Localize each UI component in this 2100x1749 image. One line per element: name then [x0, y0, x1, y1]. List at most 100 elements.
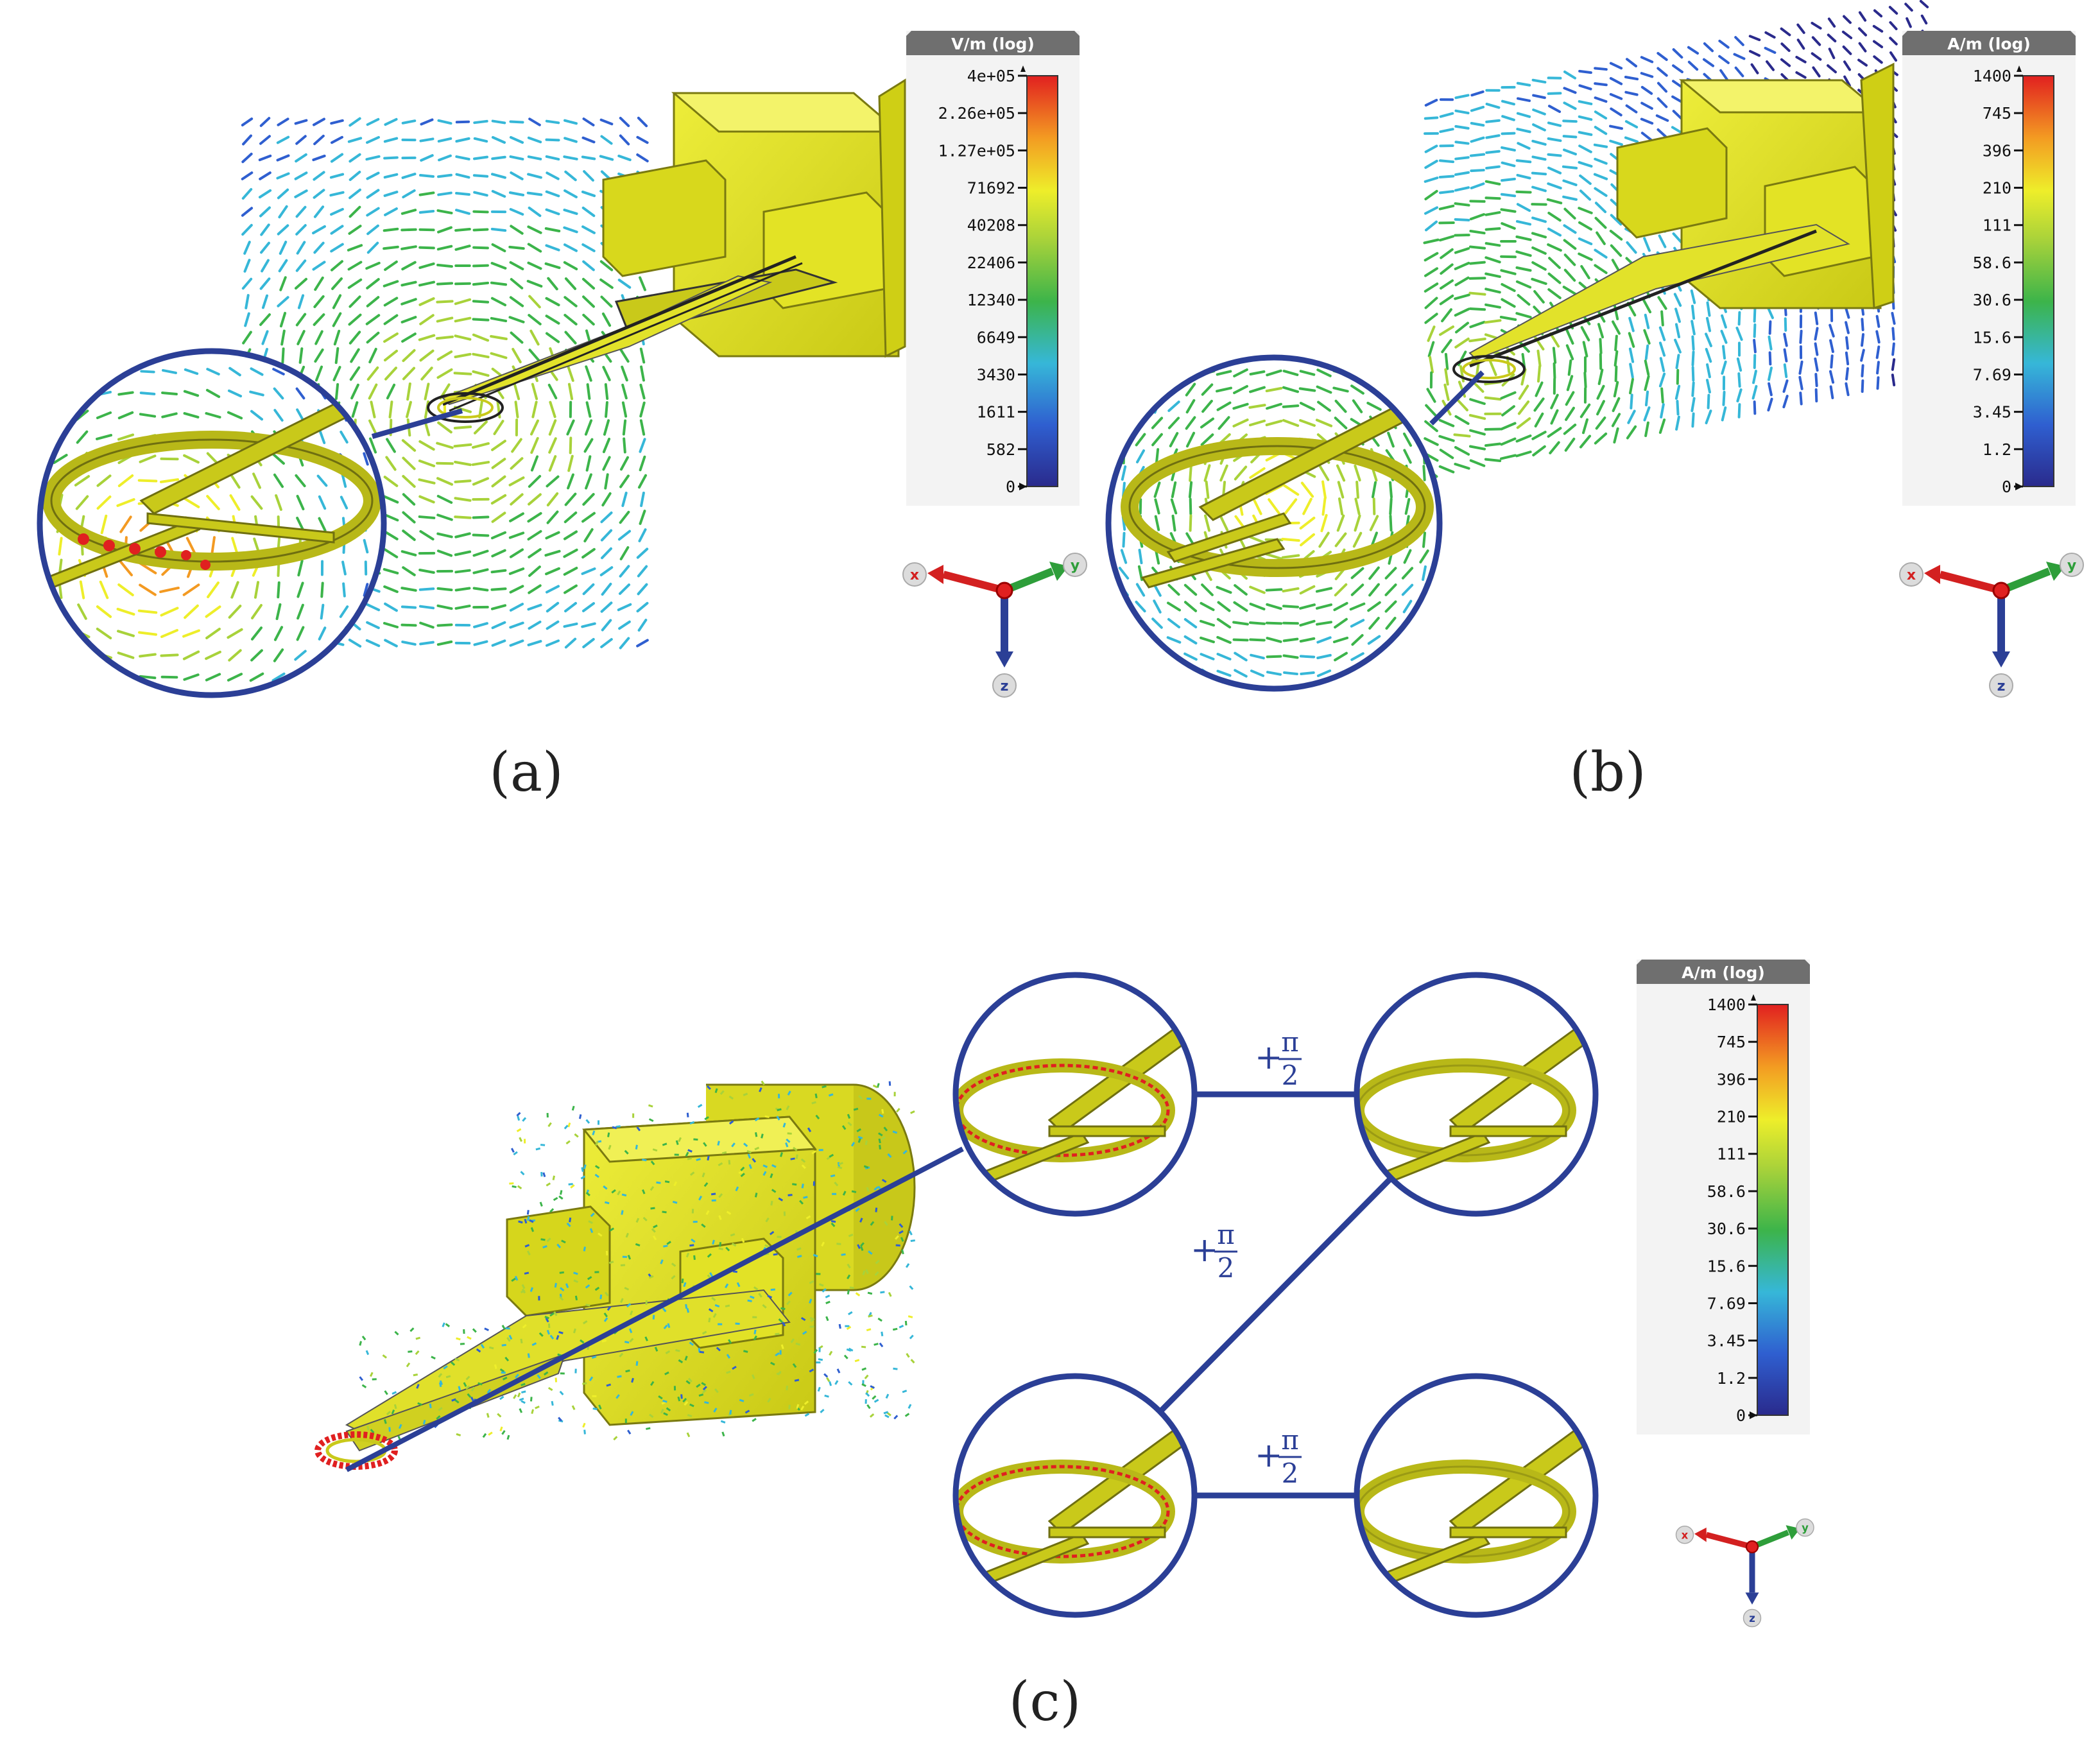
surface-vector [535, 1406, 540, 1409]
surface-vector [612, 1126, 617, 1130]
surface-vector [519, 1137, 523, 1142]
field-vector [1282, 587, 1300, 593]
field-vector [1515, 190, 1532, 194]
field-vector [418, 280, 435, 287]
field-vector [473, 191, 488, 197]
field-vector [567, 365, 574, 382]
field-vector [510, 225, 524, 235]
surface-vector [703, 1142, 707, 1147]
surface-vector [813, 1348, 818, 1354]
field-vector [1782, 379, 1789, 393]
field-vector [547, 383, 558, 400]
field-vector [545, 332, 560, 343]
field-vector [1565, 406, 1575, 421]
field-vector [514, 401, 519, 418]
field-vector [340, 366, 349, 377]
field-vector [1418, 617, 1431, 629]
field-vector [205, 605, 221, 618]
field-vector [1737, 403, 1741, 418]
field-vector [1469, 459, 1486, 467]
surface-vector [736, 1282, 741, 1288]
surface-vector [687, 1149, 693, 1153]
surface-vector [689, 1121, 695, 1124]
field-vector [619, 565, 630, 578]
field-vector [1578, 100, 1593, 105]
field-vector [185, 537, 197, 556]
field-vector [639, 455, 646, 472]
field-vector [1659, 357, 1665, 372]
field-vector [228, 649, 242, 662]
field-vector [1108, 481, 1110, 498]
surface-vector [909, 1334, 914, 1340]
field-vector [1614, 334, 1618, 352]
surface-vector [908, 1404, 912, 1409]
field-vector [528, 547, 542, 559]
surface-vector [542, 1245, 547, 1249]
field-vector [1454, 156, 1470, 160]
surface-vector [834, 1182, 839, 1187]
surface-vector [445, 1375, 451, 1379]
surface-vector [408, 1350, 413, 1353]
surface-vector [594, 1165, 600, 1169]
surface-vector [776, 1116, 780, 1121]
field-vector [549, 401, 556, 418]
field-vector [1121, 432, 1127, 447]
surface-vector [748, 1164, 752, 1169]
field-vector [1424, 252, 1439, 262]
surface-vector [848, 1234, 854, 1237]
field-vector [1644, 359, 1650, 376]
surface-vector [728, 1095, 734, 1100]
surface-vector [608, 1144, 612, 1150]
surface-vector [698, 1348, 701, 1353]
surface-vector [582, 1320, 588, 1325]
field-vector [363, 583, 369, 597]
surface-vector [847, 1274, 851, 1280]
field-vector [1501, 222, 1516, 230]
surface-vector [901, 1249, 904, 1255]
surface-vector [707, 1155, 710, 1161]
surface-vector [735, 1186, 739, 1192]
field-vector [243, 259, 251, 273]
field-vector [639, 510, 646, 525]
surface-vector [551, 1400, 554, 1406]
surface-vector [684, 1400, 689, 1406]
field-vector [1384, 358, 1398, 361]
field-vector [1151, 617, 1163, 629]
field-vector [1562, 165, 1578, 169]
surface-vector [552, 1175, 555, 1180]
surface-vector [547, 1122, 552, 1127]
surface-vector [415, 1350, 420, 1356]
field-vector [1609, 229, 1623, 241]
field-vector [1843, 60, 1852, 71]
field-vector [1469, 398, 1486, 405]
surface-vector [809, 1368, 814, 1373]
field-vector [1354, 464, 1361, 482]
field-vector [1563, 87, 1577, 94]
surface-vector [497, 1413, 502, 1418]
surface-vector [558, 1195, 564, 1200]
field-vector [1643, 406, 1651, 422]
surface-vector [800, 1316, 806, 1322]
field-vector [436, 477, 454, 486]
field-vector [1454, 94, 1470, 99]
field-vector [361, 367, 371, 376]
field-vector [1424, 313, 1438, 324]
field-vector [510, 457, 524, 470]
surface-vector [743, 1350, 748, 1353]
field-vector [418, 440, 435, 451]
field-vector [362, 351, 370, 356]
surface-vector [908, 1315, 913, 1318]
field-vector [1721, 345, 1726, 360]
surface-vector [561, 1239, 566, 1244]
surface-vector [366, 1426, 370, 1431]
field-vector [1872, 24, 1884, 33]
field-vector [1216, 358, 1232, 361]
surface-vector [580, 1339, 585, 1344]
field-vector [400, 587, 417, 592]
field-vector [1121, 465, 1127, 481]
field-vector [1153, 481, 1161, 498]
field-vector [418, 495, 435, 504]
colorbar-tick-label: 40208 [967, 216, 1015, 235]
field-vector [585, 455, 592, 472]
surface-vector [672, 1200, 678, 1204]
